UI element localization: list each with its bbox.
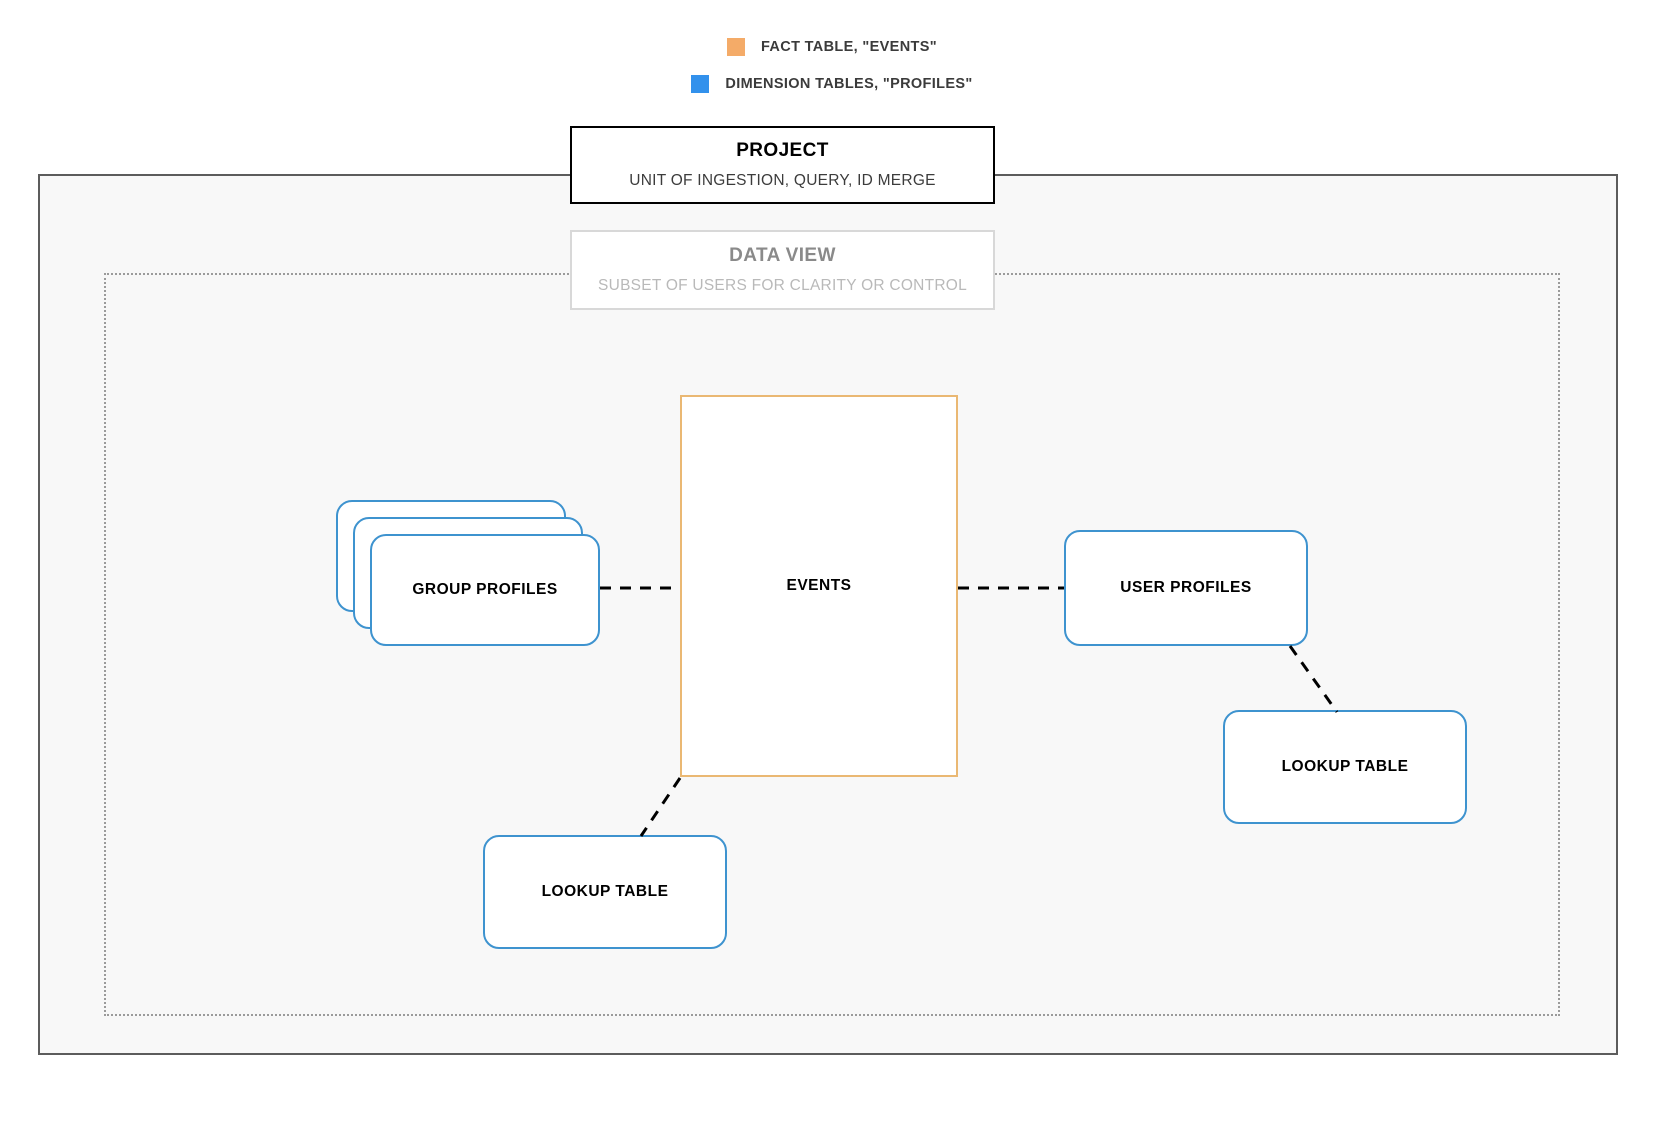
legend-label-fact-table: FACT TABLE, "EVENTS" [761,38,937,55]
node-user-profiles[interactable]: USER PROFILES [1064,530,1308,646]
node-group-profiles-label: GROUP PROFILES [412,581,558,598]
node-lookup-table-right[interactable]: LOOKUP TABLE [1223,710,1467,824]
dimension-tables-swatch [691,74,710,93]
fact-table-swatch [727,37,746,56]
legend-item-dimension-tables: DIMENSION TABLES, "PROFILES" [0,65,1664,102]
node-user-profiles-label: USER PROFILES [1120,579,1252,596]
legend: FACT TABLE, "EVENTS" DIMENSION TABLES, "… [0,28,1664,102]
node-lookup-table-right-label: LOOKUP TABLE [1281,758,1409,775]
project-subtitle: UNIT OF INGESTION, QUERY, ID MERGE [629,171,936,189]
node-group-profiles[interactable]: GROUP PROFILES [336,500,600,646]
node-events-label: EVENTS [786,577,852,594]
legend-item-fact-table: FACT TABLE, "EVENTS" [0,28,1664,65]
node-group-profiles-card-front: GROUP PROFILES [370,534,600,646]
data-view-header-box: DATA VIEW SUBSET OF USERS FOR CLARITY OR… [570,230,995,310]
node-lookup-table-left[interactable]: LOOKUP TABLE [483,835,727,949]
legend-label-dimension-tables: DIMENSION TABLES, "PROFILES" [725,75,973,92]
data-view-title: DATA VIEW [729,245,836,267]
data-view-subtitle: SUBSET OF USERS FOR CLARITY OR CONTROL [598,276,967,294]
node-lookup-table-left-label: LOOKUP TABLE [541,883,669,900]
node-events[interactable]: EVENTS [680,395,958,777]
project-header-box: PROJECT UNIT OF INGESTION, QUERY, ID MER… [570,126,995,204]
project-title: PROJECT [736,140,829,162]
